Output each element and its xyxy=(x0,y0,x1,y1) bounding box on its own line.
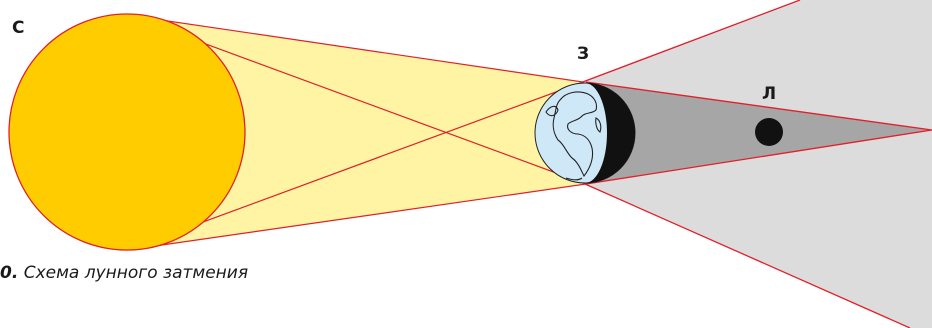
moon-disk xyxy=(755,118,783,146)
caption-number: 0. xyxy=(0,263,18,283)
earth-globe xyxy=(535,83,635,183)
sun-label: С xyxy=(12,20,24,37)
caption-text: Схема лунного затмения xyxy=(24,263,248,283)
moon-label: Л xyxy=(762,86,776,103)
sun-disk xyxy=(9,14,245,250)
figure-caption: 0. Схема лунного затмения xyxy=(0,265,248,282)
earth-label: З xyxy=(577,46,589,63)
